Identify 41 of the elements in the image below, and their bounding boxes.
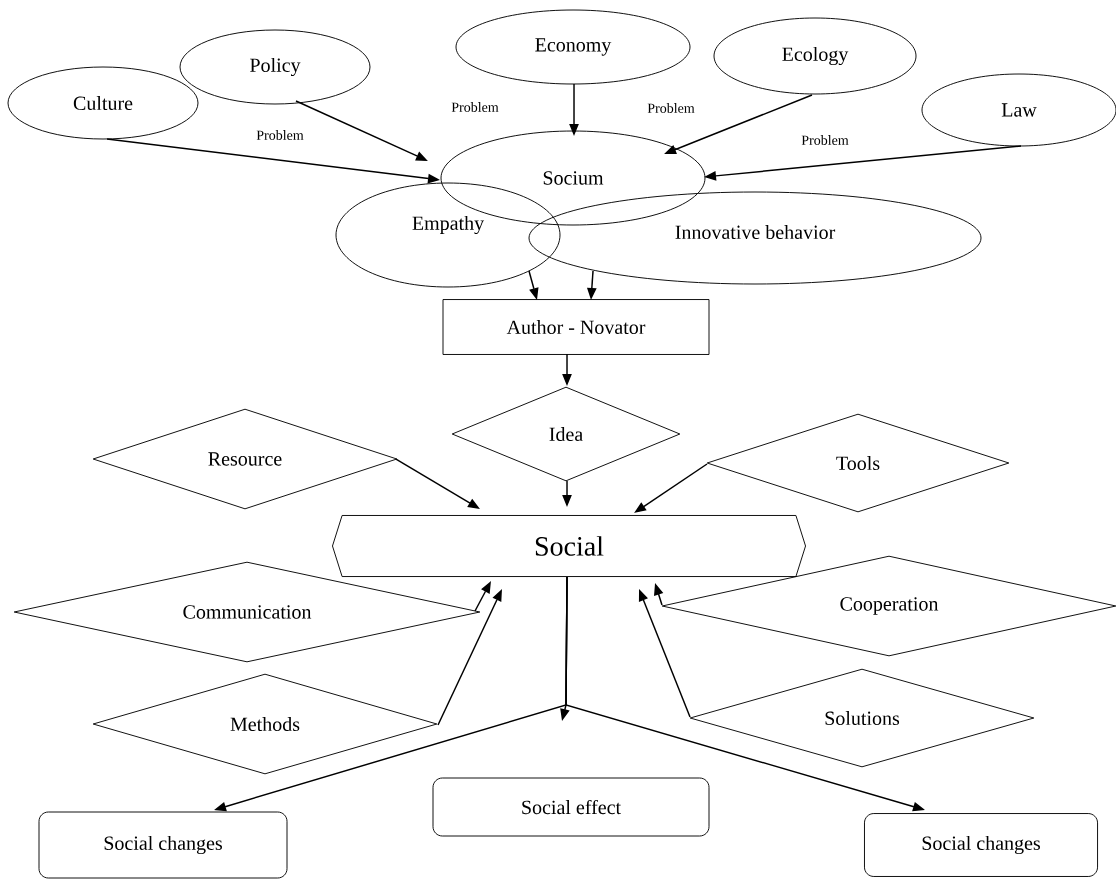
ellipse-node [179,29,371,105]
diamond-node [451,386,681,482]
rounded-box [432,777,710,837]
rounded-box [38,811,288,879]
node-label: Law [1001,103,1037,117]
ellipse-node [713,17,917,95]
node-label: Social effect [522,799,621,815]
node-label: Ecology [782,46,849,66]
rounded-box [864,813,1098,877]
node-label: Resource [208,452,282,466]
node-label: Innovative behavior [675,225,836,240]
process-box [442,299,710,355]
ellipse-node [528,191,982,285]
diamond-node [92,673,438,775]
diamond-node [706,413,1010,513]
node-label: Social changes [104,835,222,855]
node-label: Empathy [412,215,485,235]
ellipse-node [7,66,199,140]
node-label: Author - Novator [506,320,646,335]
diamond-node [689,668,1035,768]
node-label: Policy [250,57,301,77]
node-label: Tools [836,456,880,471]
node-label: Social [535,536,604,556]
node-label: Cooperation [840,597,939,615]
arrow [634,463,708,513]
node-label: Social changes [922,835,1040,855]
edge-label: Problem [645,101,697,115]
edge-label: Problem [254,128,306,142]
edge-label: Problem [799,133,851,147]
node-label: Culture [73,96,133,111]
node-label: Socium [543,171,604,185]
diamond-node [92,408,398,510]
node-label: Methods [230,717,300,732]
node-label: Communication [183,605,312,619]
diamond-node [13,561,481,663]
ellipse-node [455,9,691,85]
node-label: Economy [535,38,612,56]
diamond-node [661,555,1116,657]
edge-label: Problem [449,100,501,114]
node-label: Solutions [825,711,900,726]
node-label: Idea [549,427,583,442]
